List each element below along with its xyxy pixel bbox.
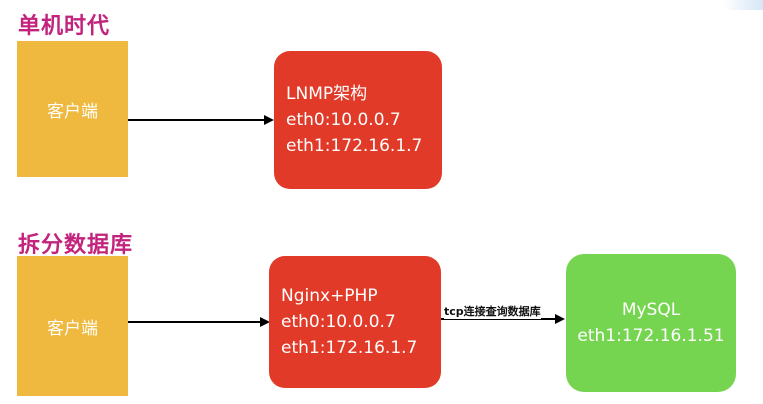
- web-eth1: eth1:172.16.1.7: [281, 338, 418, 358]
- server-eth1: eth1:172.16.1.7: [286, 136, 423, 156]
- server-eth0: eth0:10.0.0.7: [286, 110, 401, 130]
- section-title-split-database: 拆分数据库: [18, 233, 134, 258]
- server-name: LNMP架构: [286, 84, 368, 104]
- db-eth1: eth1:172.16.1.51: [577, 326, 725, 346]
- corner-decoration: [723, 0, 763, 10]
- arrow-web-to-db: [441, 314, 565, 324]
- nginx-php-server-box: Nginx+PHP eth0:10.0.0.7 eth1:172.16.1.7: [269, 256, 441, 388]
- web-name: Nginx+PHP: [281, 286, 378, 306]
- client-label: 客户端: [47, 318, 98, 339]
- mysql-db-box: MySQL eth1:172.16.1.51: [566, 254, 736, 392]
- arrow-client-to-web: [128, 317, 270, 327]
- arrow-client-to-lnmp: [128, 115, 274, 125]
- client-box-split: 客户端: [17, 256, 128, 396]
- db-name: MySQL: [621, 300, 681, 320]
- web-eth0: eth0:10.0.0.7: [281, 312, 396, 332]
- connection-label: tcp连接查询数据库: [444, 303, 541, 319]
- client-box-standalone: 客户端: [17, 41, 128, 177]
- lnmp-server-box: LNMP架构 eth0:10.0.0.7 eth1:172.16.1.7: [274, 51, 442, 189]
- section-title-standalone: 单机时代: [18, 14, 111, 39]
- client-label: 客户端: [47, 101, 98, 122]
